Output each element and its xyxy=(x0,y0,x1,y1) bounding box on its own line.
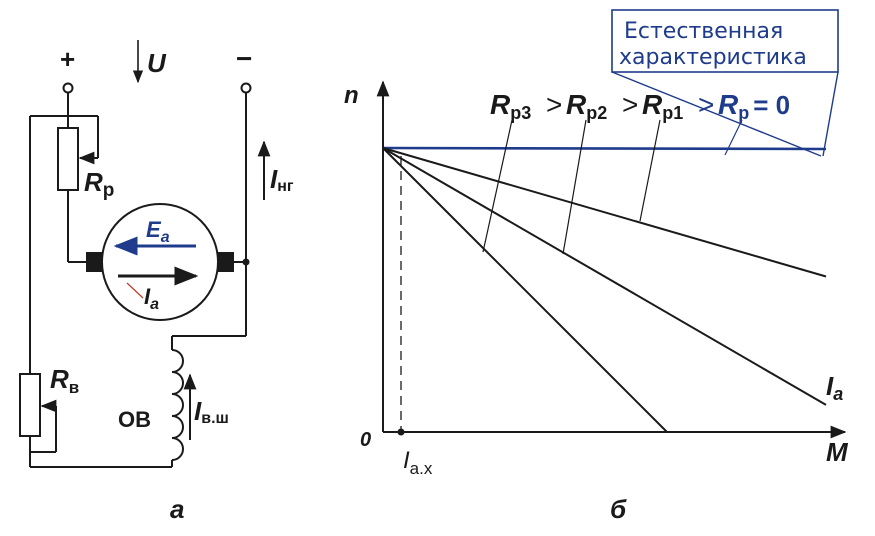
idle-current-label: Ia.x xyxy=(403,447,433,478)
rp1-label: Rр1 xyxy=(642,89,683,123)
natural-label-line1: Естественная xyxy=(624,19,783,44)
rp0-label: Rр= 0 xyxy=(718,89,790,123)
ia-label: Ia xyxy=(144,284,159,313)
x-axis-label-m: M xyxy=(826,437,849,467)
rp-label: Rр xyxy=(84,167,114,201)
rp2-label: Rр2 xyxy=(566,89,607,123)
ov-label: ОВ xyxy=(118,407,151,432)
i-ng-label: Iнг xyxy=(270,164,294,195)
natural-leader-1 xyxy=(611,71,822,157)
rp3-label: Rр3 xyxy=(490,89,531,123)
speed-torque-graph xyxy=(376,9,847,439)
gt-1: > xyxy=(546,89,562,120)
rp-rheostat xyxy=(57,127,79,191)
gt-2: > xyxy=(622,89,638,120)
motor-circuit-diagram xyxy=(19,40,271,468)
leader-rp3 xyxy=(482,119,513,253)
leader-rp2 xyxy=(562,119,587,255)
origin-label: 0 xyxy=(360,429,371,451)
idle-current-dot xyxy=(397,428,405,436)
characteristic-line-rp2 xyxy=(382,147,827,406)
voltage-label: U xyxy=(147,48,167,78)
leader-rp1 xyxy=(639,119,661,222)
brush-right xyxy=(218,252,234,272)
plus-label: + xyxy=(60,44,75,74)
ia-red-tick xyxy=(126,282,144,299)
plus-terminal xyxy=(62,82,74,94)
minus-terminal xyxy=(240,82,252,94)
gt-3: > xyxy=(698,89,714,120)
rv-label: Rв xyxy=(50,364,79,397)
caption-b: б xyxy=(610,494,627,524)
characteristic-line-rp1 xyxy=(382,147,827,278)
field-winding-coil xyxy=(171,349,184,461)
rv-rheostat xyxy=(19,373,41,437)
characteristic-line-rp3 xyxy=(382,147,668,433)
natural-characteristic-box xyxy=(611,9,839,73)
natural-leader-2 xyxy=(822,71,839,157)
ea-label: Ea xyxy=(146,217,170,246)
brush-left xyxy=(86,252,102,272)
characteristic-lines xyxy=(382,146,827,433)
y-axis-label: n xyxy=(344,82,359,109)
x-axis-label-ia: Ia xyxy=(826,371,843,404)
natural-label-line2: характеристика xyxy=(619,45,807,70)
leader-natural xyxy=(724,119,743,156)
minus-label: − xyxy=(236,43,252,74)
caption-a: а xyxy=(170,494,184,524)
characteristic-line-natural xyxy=(382,146,827,151)
i-vsh-label: Iв.ш xyxy=(194,396,229,427)
